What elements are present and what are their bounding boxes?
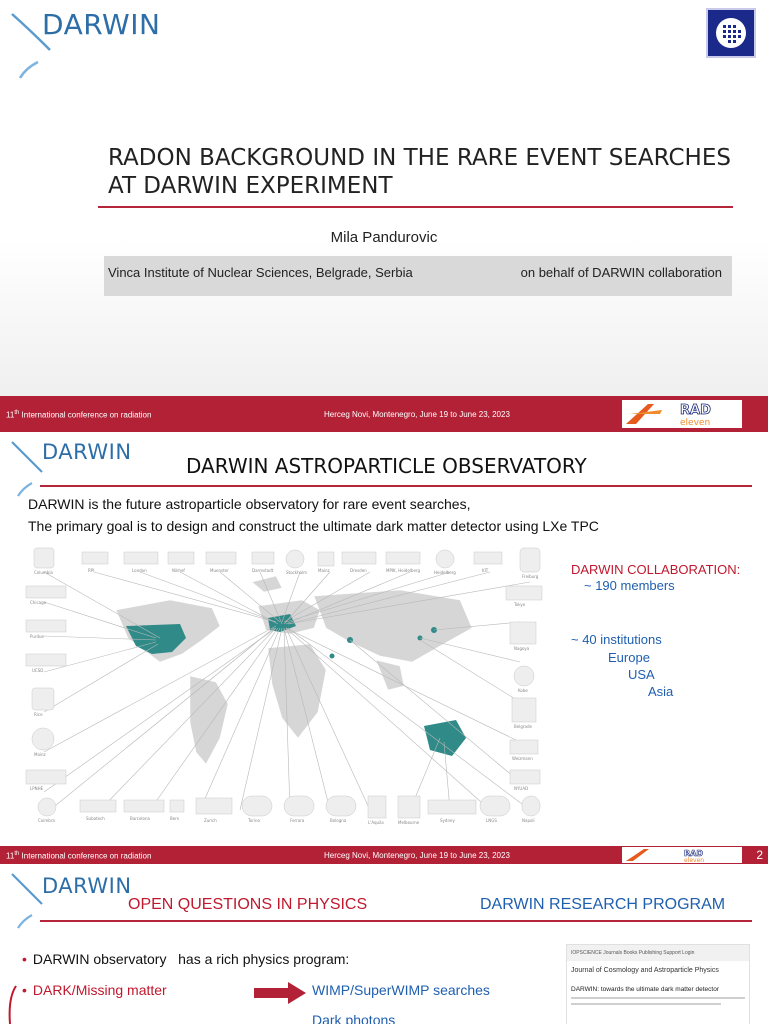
- research-program-slide: DARWIN OPEN QUESTIONS IN PHYSICS DARWIN …: [0, 864, 768, 1024]
- region-asia: Asia: [648, 684, 674, 699]
- affiliation-box: Vinca Institute of Nuclear Sciences, Bel…: [104, 256, 732, 296]
- svg-text:Belgrade: Belgrade: [514, 724, 532, 729]
- darwin-logo-text: DARWIN: [42, 8, 161, 41]
- svg-text:Bern: Bern: [170, 816, 180, 821]
- collaboration-slide: DARWIN DARWIN ASTROPARTICLE OBSERVATORY …: [0, 432, 768, 864]
- slide-title: RADON BACKGROUND IN THE RARE EVENT SEARC…: [108, 144, 748, 200]
- institutions-count: ~ 40 institutions: [571, 632, 662, 647]
- world-map-icon: Columbia RPI London Nikhef Muenster Darmstad…: [25, 547, 543, 825]
- rad-eleven-logo: RAD eleven: [622, 847, 742, 864]
- svg-text:Mainz: Mainz: [318, 568, 330, 573]
- svg-text:Nagoya: Nagoya: [514, 646, 530, 651]
- title-slide: DARWIN RADON BACKGROUND IN THE RARE EVEN…: [0, 0, 768, 432]
- footer-conference: 11th International conference on radiati…: [6, 410, 152, 420]
- bullet-physics-program: •DARWIN observatory has a rich physics p…: [22, 951, 350, 967]
- svg-text:Bologna: Bologna: [330, 818, 347, 823]
- svg-text:Barcelona: Barcelona: [130, 816, 151, 821]
- svg-text:Ferrara: Ferrara: [290, 818, 305, 823]
- footer-place: Herceg Novi, Montenegro, June 19 to June…: [324, 410, 510, 419]
- open-questions-heading: OPEN QUESTIONS IN PHYSICS: [128, 896, 368, 913]
- research-program-heading: DARWIN RESEARCH PROGRAM: [480, 896, 726, 913]
- svg-text:Torino: Torino: [247, 818, 261, 823]
- slide-title-line2: AT DARWIN EXPERIMENT: [108, 173, 393, 199]
- bracket-curve-icon: [8, 985, 17, 1024]
- svg-text:Nikhef: Nikhef: [172, 568, 185, 573]
- svg-text:eleven: eleven: [684, 857, 704, 863]
- svg-text:LNGS: LNGS: [486, 818, 497, 823]
- svg-text:Napoli: Napoli: [522, 818, 535, 823]
- svg-text:Tokyo: Tokyo: [513, 602, 526, 607]
- slide-footer: 11th International conference on radiati…: [0, 846, 768, 864]
- svg-text:RPI: RPI: [88, 568, 94, 573]
- svg-text:UCSD: UCSD: [32, 668, 43, 673]
- bullet-dark-matter: •DARK/Missing matter: [22, 982, 167, 998]
- svg-text:Heidelberg: Heidelberg: [434, 570, 456, 575]
- wimp-searches: WIMP/SuperWIMP searches: [312, 982, 490, 998]
- slide2-divider: [40, 485, 752, 487]
- svg-text:Dresden: Dresden: [350, 568, 367, 573]
- svg-text:Purdue: Purdue: [30, 634, 45, 639]
- slide3-divider: [40, 920, 752, 922]
- region-europe: Europe: [608, 650, 650, 665]
- slide-footer: 11th International conference on radiati…: [0, 396, 768, 432]
- darwin-logo-swoosh-icon: [11, 13, 51, 79]
- svg-text:Mainz: Mainz: [34, 752, 46, 757]
- collaboration-map: Columbia RPI London Nikhef Muenster Darmstad…: [20, 542, 546, 826]
- svg-text:Muenster: Muenster: [210, 568, 229, 573]
- svg-text:Coimbra: Coimbra: [38, 818, 55, 823]
- darwin-logo-swoosh-icon: [11, 441, 43, 497]
- slide2-title: DARWIN ASTROPARTICLE OBSERVATORY: [186, 454, 587, 478]
- members-count: ~ 190 members: [584, 578, 675, 593]
- bullet-dot-icon: •: [22, 982, 27, 998]
- right-arrow-icon: [254, 982, 306, 1004]
- svg-text:eleven: eleven: [680, 418, 710, 428]
- author-name: Mila Pandurovic: [330, 229, 438, 246]
- footer-conference: 11th International conference on radiati…: [6, 851, 152, 861]
- slide-title-line1: RADON BACKGROUND IN THE RARE EVENT SEARC…: [108, 145, 731, 171]
- intro-line-2: The primary goal is to design and constr…: [28, 518, 599, 534]
- on-behalf-text: on behalf of DARWIN collaboration: [520, 265, 722, 280]
- rad-eleven-logo: RAD eleven: [622, 400, 742, 428]
- svg-text:Kobe: Kobe: [518, 688, 528, 693]
- svg-text:Weizmann: Weizmann: [512, 756, 533, 761]
- journal-name: Journal of Cosmology and Astroparticle P…: [571, 967, 719, 974]
- svg-text:Freiburg: Freiburg: [522, 574, 539, 579]
- collaboration-title: DARWIN COLLABORATION:: [571, 562, 741, 577]
- svg-text:London: London: [132, 568, 147, 573]
- journal-authors-line: [571, 997, 745, 999]
- svg-text:MPIK, Heidelberg: MPIK, Heidelberg: [386, 568, 420, 573]
- intro-line-1: DARWIN is the future astroparticle obser…: [28, 496, 471, 512]
- bullet-dot-icon: •: [22, 951, 27, 967]
- affiliation-text: Vinca Institute of Nuclear Sciences, Bel…: [108, 265, 413, 280]
- svg-text:Subatech: Subatech: [86, 816, 105, 821]
- title-divider: [98, 206, 733, 208]
- dark-photons: Dark photons: [312, 1012, 396, 1024]
- journal-article-title: DARWIN: towards the ultimate dark matter…: [571, 986, 719, 993]
- journal-article-thumbnail: IOPSCIENCE Journals Books Publishing Sup…: [566, 944, 750, 1024]
- svg-text:Rice: Rice: [34, 712, 43, 717]
- darwin-logo-text: DARWIN: [42, 874, 132, 898]
- svg-text:Sydney: Sydney: [440, 818, 455, 823]
- svg-text:Columbia: Columbia: [34, 570, 53, 575]
- page-number: 2: [756, 848, 763, 862]
- svg-text:Darmstadt: Darmstadt: [252, 568, 274, 573]
- svg-text:L'Aquila: L'Aquila: [368, 820, 384, 825]
- svg-text:Melbourne: Melbourne: [398, 820, 420, 825]
- svg-text:RAD: RAD: [684, 849, 703, 858]
- svg-text:NYUAD: NYUAD: [514, 786, 528, 791]
- journal-navbar: IOPSCIENCE Journals Books Publishing Sup…: [567, 945, 749, 961]
- svg-text:Zurich: Zurich: [204, 818, 217, 823]
- darwin-logo-text: DARWIN: [42, 440, 132, 464]
- svg-text:Stockholm: Stockholm: [286, 570, 307, 575]
- region-usa: USA: [628, 667, 655, 682]
- institute-emblem-icon: [706, 8, 756, 58]
- darwin-logo-swoosh-icon: [11, 873, 43, 929]
- footer-place: Herceg Novi, Montenegro, June 19 to June…: [324, 851, 510, 860]
- svg-text:Chicago: Chicago: [30, 600, 47, 605]
- journal-authors-line: [571, 1003, 721, 1005]
- svg-text:KIT: KIT: [482, 568, 489, 573]
- svg-text:LPNHE: LPNHE: [30, 786, 44, 791]
- svg-text:RAD: RAD: [680, 403, 711, 418]
